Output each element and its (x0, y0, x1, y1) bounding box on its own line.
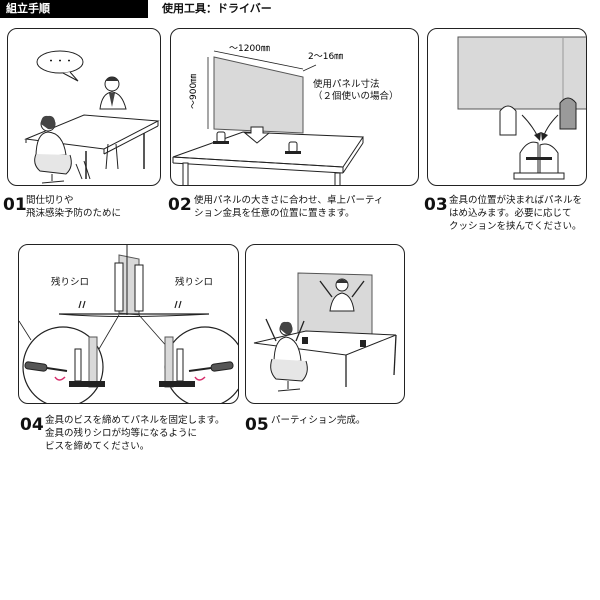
desk-panel-dimensions: 〜1200㎜ 〜900㎜ 2〜16㎜ (172, 44, 364, 185)
illustration-panel-2: 〜1200㎜ 〜900㎜ 2〜16㎜ 使用パネル寸法 （２個使いの場合） (170, 28, 419, 186)
illustration-panel-1: ・・・ (7, 28, 161, 186)
glass-panel (213, 56, 304, 134)
width-label: 〜1200㎜ (229, 44, 270, 54)
illustration-panel-5 (245, 244, 405, 404)
step-text-05: パーティション完成。 (271, 415, 366, 426)
illustration-panel-4: 残りシロ 残りシロ (18, 244, 239, 404)
step-number-01: 01 (3, 195, 27, 215)
section-title: 組立手順 (0, 0, 148, 18)
speech-bubble (36, 50, 84, 74)
step-text-02: 使用パネルの大きさに合わせ、卓上パーティ ション金具を任意の位置に置きます。 (194, 195, 384, 219)
thickness-label: 2〜16㎜ (308, 52, 343, 62)
step-text-04: 金具のビスを締めてパネルを固定します。 金具の残りシロが均等になるように ビスを… (45, 415, 225, 452)
step-number-03: 03 (424, 195, 448, 215)
screw-tightening (19, 245, 238, 403)
completed-partition (253, 272, 397, 392)
height-label: 〜900㎜ (189, 74, 199, 109)
step-number-04: 04 (20, 415, 44, 435)
illustration-panel-3 (427, 28, 587, 186)
meeting-illustration: ・・・ (24, 50, 160, 184)
margin-label-left: 残りシロ (51, 277, 90, 288)
bracket-insertion (457, 36, 586, 180)
step-text-01: 間仕切りや 飛沫感染予防のために (26, 195, 122, 219)
step-number-05: 05 (245, 415, 269, 435)
panel-size-note: 使用パネル寸法 （２個使いの場合） (313, 79, 399, 102)
tools-label: 使用工具：ドライバー (162, 2, 272, 15)
margin-label-right: 残りシロ (175, 277, 214, 288)
speech-text: ・・・ (46, 57, 73, 67)
step-text-03: 金具の位置が決まればパネルを はめ込みます。必要に応じて クッションを挟んでくだ… (449, 195, 583, 232)
step-number-02: 02 (168, 195, 192, 215)
